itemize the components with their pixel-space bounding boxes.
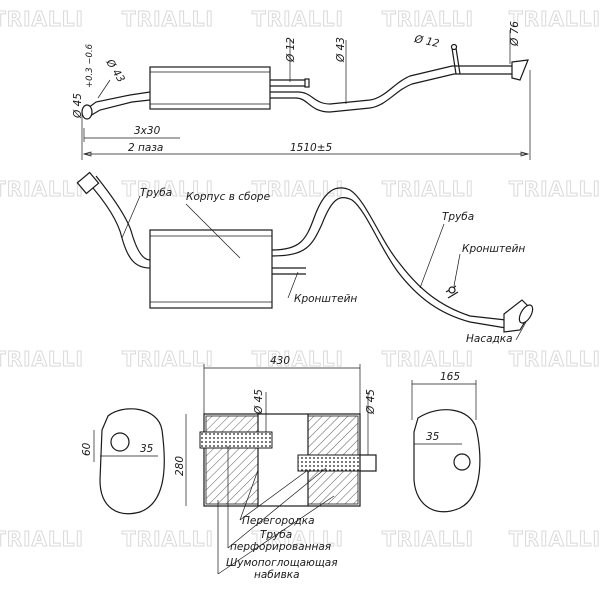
muffler-top xyxy=(149,66,271,110)
watermark-logo: TRIALLI xyxy=(252,527,344,551)
perf-pipe-label-line2: перфорированная xyxy=(230,541,331,553)
section-length-label: 430 xyxy=(270,355,290,367)
watermark-logo: TRIALLI xyxy=(0,177,84,201)
section-view: 430 165 280 60 35 35 Ø 45 Ø 45 Перегород… xyxy=(81,355,481,581)
bracket-label-2: Кронштейн xyxy=(462,243,525,255)
tip-label: Насадка xyxy=(466,333,513,345)
bracket-diameter-2-label: Ø 12 xyxy=(412,33,440,50)
pipe-label-2: Труба xyxy=(442,211,474,223)
left-end-cap xyxy=(99,408,165,515)
outlet-tip-top xyxy=(511,59,529,81)
watermark-logo: TRIALLI xyxy=(382,177,474,201)
watermark-logo: TRIALLI xyxy=(382,347,474,371)
total-length-label: 1510±5 xyxy=(290,142,333,154)
bracket-label-1: Кронштейн xyxy=(294,293,357,305)
baffle-label: Перегородка xyxy=(242,515,315,527)
left-offset-v-label: 60 xyxy=(81,442,93,456)
watermark-logo: TRIALLI xyxy=(122,347,214,371)
watermark-logo: TRIALLI xyxy=(122,177,214,201)
watermark-logo: TRIALLI xyxy=(0,347,84,371)
inlet-tolerance-label: +0.3 −0.6 xyxy=(85,43,95,88)
packing-left xyxy=(205,415,259,505)
watermark-logo: TRIALLI xyxy=(509,527,600,551)
watermark-logo: TRIALLI xyxy=(509,347,600,371)
section-height-label: 280 xyxy=(174,456,186,476)
watermark-layer: TRIALLI TRIALLI TRIALLI TRIALLI TRIALLI TRIAL… xyxy=(0,7,600,552)
packing-label-line2: набивка xyxy=(254,569,300,581)
watermark-logo: TRIALLI xyxy=(252,7,344,31)
bracket-diameter-1-label: Ø 12 xyxy=(285,37,297,63)
section-width-label: 165 xyxy=(440,371,460,383)
slot-count-label: 2 паза xyxy=(128,142,163,154)
watermark-logo: TRIALLI xyxy=(509,177,600,201)
pipe-label-1: Труба xyxy=(140,187,172,199)
inlet-diameter-label: Ø 45 xyxy=(72,93,84,119)
watermark-logo: TRIALLI xyxy=(0,7,84,31)
packing-label-line1: Шумопоглощающая xyxy=(226,557,338,569)
watermark-logo: TRIALLI xyxy=(122,7,214,31)
slot-size-label: 3x30 xyxy=(134,125,161,137)
perf-pipe-label-line1: Труба xyxy=(260,529,292,541)
right-end-cap xyxy=(413,409,481,513)
pipe-diameter-label: Ø 43 xyxy=(335,37,347,63)
perforated-pipe-right xyxy=(297,454,361,472)
watermark-logo: TRIALLI xyxy=(0,527,84,551)
watermark-logo: TRIALLI xyxy=(252,347,344,371)
watermark-logo: TRIALLI xyxy=(509,7,600,31)
outlet-diameter-label: Ø 76 xyxy=(509,21,521,47)
right-offset-h-label: 35 xyxy=(426,431,440,443)
watermark-logo: TRIALLI xyxy=(122,527,214,551)
inlet-flange xyxy=(76,171,100,195)
pipe-left-diameter-label: Ø 45 xyxy=(253,389,265,415)
watermark-logo: TRIALLI xyxy=(382,527,474,551)
left-offset-h-label: 35 xyxy=(140,443,154,455)
muffler-body xyxy=(149,229,273,309)
top-view: Ø 45 +0.3 −0.6 Ø 43 Ø 12 Ø 43 Ø 12 Ø 76 … xyxy=(72,21,531,160)
side-view: Труба Корпус в сборе Труба Кронштейн Кро… xyxy=(76,171,534,345)
watermark-logo: TRIALLI xyxy=(382,7,474,31)
bend-diameter-label: Ø 43 xyxy=(103,56,127,84)
pipe-right-diameter-label: Ø 45 xyxy=(365,389,377,415)
body-label: Корпус в сборе xyxy=(186,191,270,203)
watermark-logo: TRIALLI xyxy=(252,177,344,201)
perforated-pipe-left xyxy=(199,431,273,449)
